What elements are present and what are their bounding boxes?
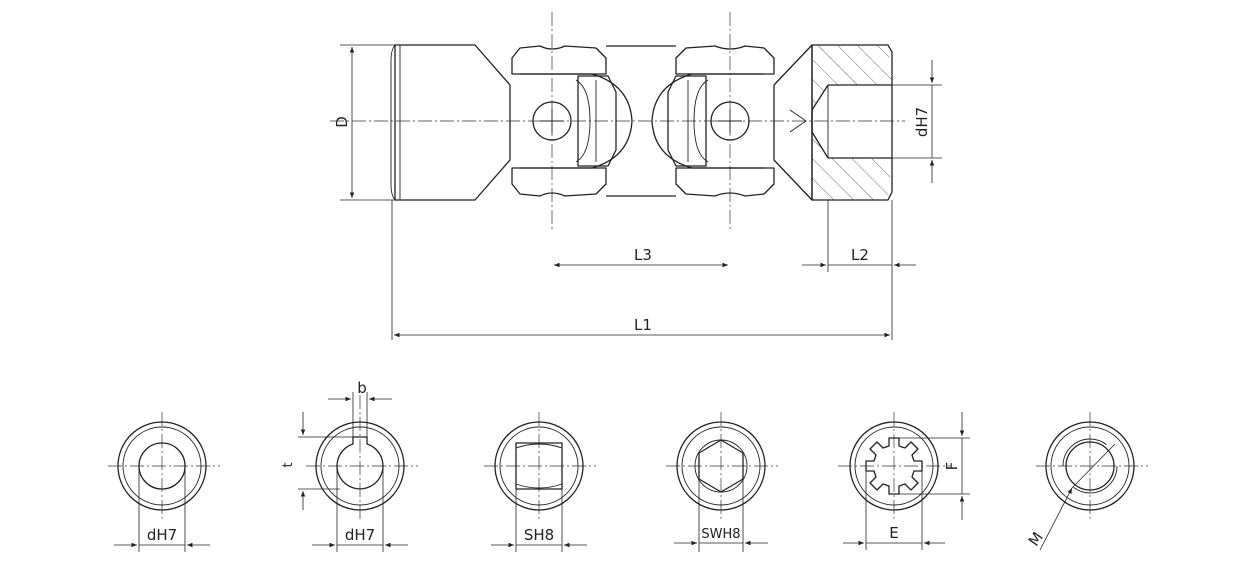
label-keyway-t: t: [281, 462, 296, 467]
label-keyway-b: b: [357, 379, 367, 397]
left-fork: [511, 45, 633, 197]
label-D: D: [333, 116, 351, 128]
section-square-bore: SH8: [484, 412, 596, 552]
dimension-bore-dH7: dH7: [892, 60, 942, 183]
section-keyway-bore: b t dH7: [281, 379, 418, 552]
right-fork: [651, 45, 775, 197]
label-section-hex-SWH8: SWH8: [701, 527, 740, 542]
label-L2: L2: [851, 246, 869, 264]
label-spline-E: E: [889, 524, 898, 542]
section-hex-bore: SWH8: [666, 412, 778, 552]
right-pivot-pin: [710, 101, 750, 141]
section-round-bore: dH7: [108, 412, 220, 552]
label-L1: L1: [634, 316, 652, 334]
dimension-L2: L2: [802, 200, 916, 340]
left-hub: [390, 44, 511, 201]
joint-side-view: D dH7 L3 L2 L1: [330, 12, 942, 340]
label-section-round-dH7: dH7: [147, 526, 177, 544]
right-hub-section: [773, 44, 893, 201]
dimension-L3: L3: [554, 246, 728, 268]
label-spline-F: F: [943, 462, 961, 471]
label-thread-M: M: [1025, 529, 1047, 550]
dimension-L1: L1: [391, 200, 890, 340]
left-pivot-pin: [532, 101, 572, 141]
dimension-D: D: [333, 44, 395, 201]
label-section-square-SH8: SH8: [524, 526, 554, 544]
section-spline-bore: F E: [838, 412, 970, 550]
label-bore-dH7: dH7: [913, 107, 931, 137]
label-L3: L3: [634, 246, 652, 264]
label-section-keyway-dH7: dH7: [345, 526, 375, 544]
section-thread-bore: M: [1025, 412, 1148, 551]
